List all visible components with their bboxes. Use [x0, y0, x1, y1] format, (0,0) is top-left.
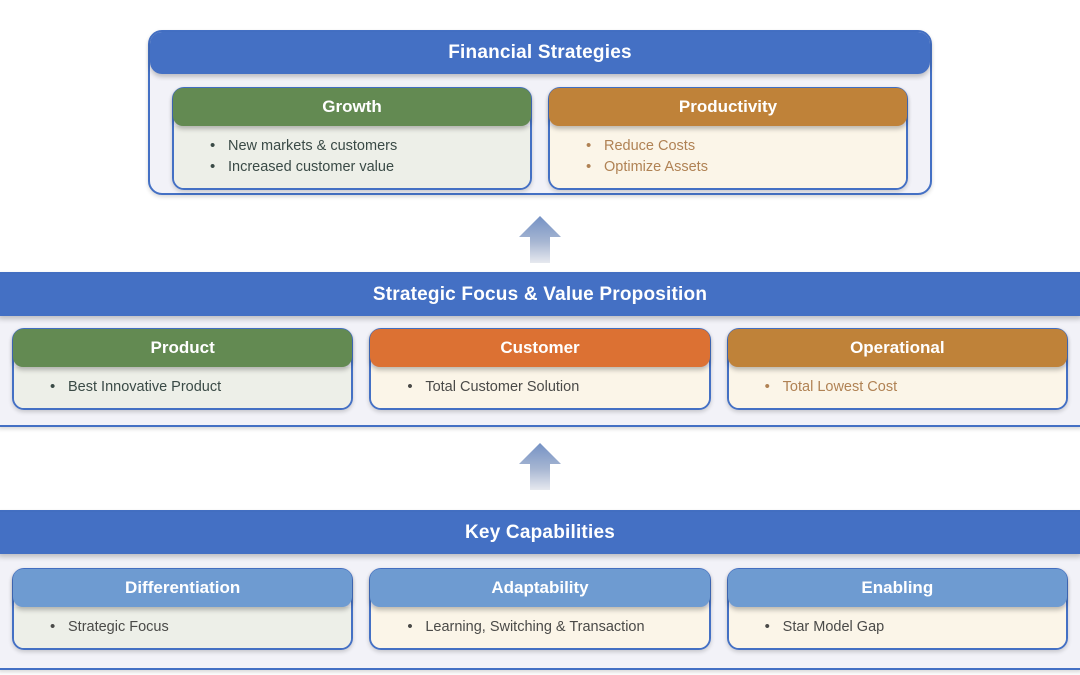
card-header-differentiation: Differentiation — [13, 569, 353, 607]
list-item: Optimize Assets — [550, 156, 902, 178]
arrow-capabilities-to-focus — [517, 440, 563, 492]
list-item: Strategic Focus — [14, 616, 347, 638]
cards-row-key-capabilities: Differentiation Strategic Focus Adaptabi… — [12, 568, 1068, 650]
card-header-productivity: Productivity — [549, 88, 907, 126]
card-product[interactable]: Product Best Innovative Product — [12, 328, 354, 410]
card-header-growth: Growth — [173, 88, 531, 126]
section-title-key-capabilities: Key Capabilities — [0, 512, 1080, 554]
list-item: New markets & customers — [174, 135, 526, 157]
section-title-financial-strategies: Financial Strategies — [150, 32, 930, 74]
list-item: Total Lowest Cost — [729, 376, 1062, 398]
list-item: Learning, Switching & Transaction — [371, 616, 704, 638]
card-header-enabling: Enabling — [727, 569, 1067, 607]
section-key-capabilities: Key Capabilities Differentiation Strateg… — [0, 510, 1080, 670]
card-body-enabling: Star Model Gap — [728, 607, 1066, 648]
section-title-strategic-focus: Strategic Focus & Value Proposition — [0, 274, 1080, 316]
cards-row-strategic-focus: Product Best Innovative Product Customer… — [12, 328, 1068, 410]
card-body-adaptability: Learning, Switching & Transaction — [371, 607, 709, 648]
section-strategic-focus: Strategic Focus & Value Proposition Prod… — [0, 272, 1080, 427]
card-header-adaptability: Adaptability — [370, 569, 710, 607]
card-body-productivity: Reduce Costs Optimize Assets — [550, 126, 906, 188]
card-body-product: Best Innovative Product — [14, 367, 352, 408]
list-item: Increased customer value — [174, 156, 526, 178]
card-enabling[interactable]: Enabling Star Model Gap — [726, 568, 1068, 650]
card-body-customer: Total Customer Solution — [371, 367, 709, 408]
card-growth[interactable]: Growth New markets & customers Increased… — [172, 87, 532, 190]
card-header-customer: Customer — [370, 329, 710, 367]
list-item: Total Customer Solution — [371, 376, 704, 398]
arrow-focus-to-financial — [517, 213, 563, 265]
arrow-up-icon — [519, 443, 561, 490]
card-body-differentiation: Strategic Focus — [14, 607, 352, 648]
card-header-operational: Operational — [727, 329, 1067, 367]
card-customer[interactable]: Customer Total Customer Solution — [369, 328, 711, 410]
card-productivity[interactable]: Productivity Reduce Costs Optimize Asset… — [548, 87, 908, 190]
card-body-operational: Total Lowest Cost — [728, 367, 1066, 408]
arrow-up-icon — [519, 216, 561, 263]
card-body-growth: New markets & customers Increased custom… — [174, 126, 530, 188]
card-header-product: Product — [13, 329, 353, 367]
card-operational[interactable]: Operational Total Lowest Cost — [726, 328, 1068, 410]
card-differentiation[interactable]: Differentiation Strategic Focus — [12, 568, 354, 650]
cards-row-financial-strategies: Growth New markets & customers Increased… — [172, 87, 908, 190]
section-financial-strategies: Financial Strategies Growth New markets … — [148, 30, 932, 195]
card-adaptability[interactable]: Adaptability Learning, Switching & Trans… — [369, 568, 711, 650]
list-item: Best Innovative Product — [14, 376, 347, 398]
list-item: Reduce Costs — [550, 135, 902, 157]
list-item: Star Model Gap — [729, 616, 1062, 638]
